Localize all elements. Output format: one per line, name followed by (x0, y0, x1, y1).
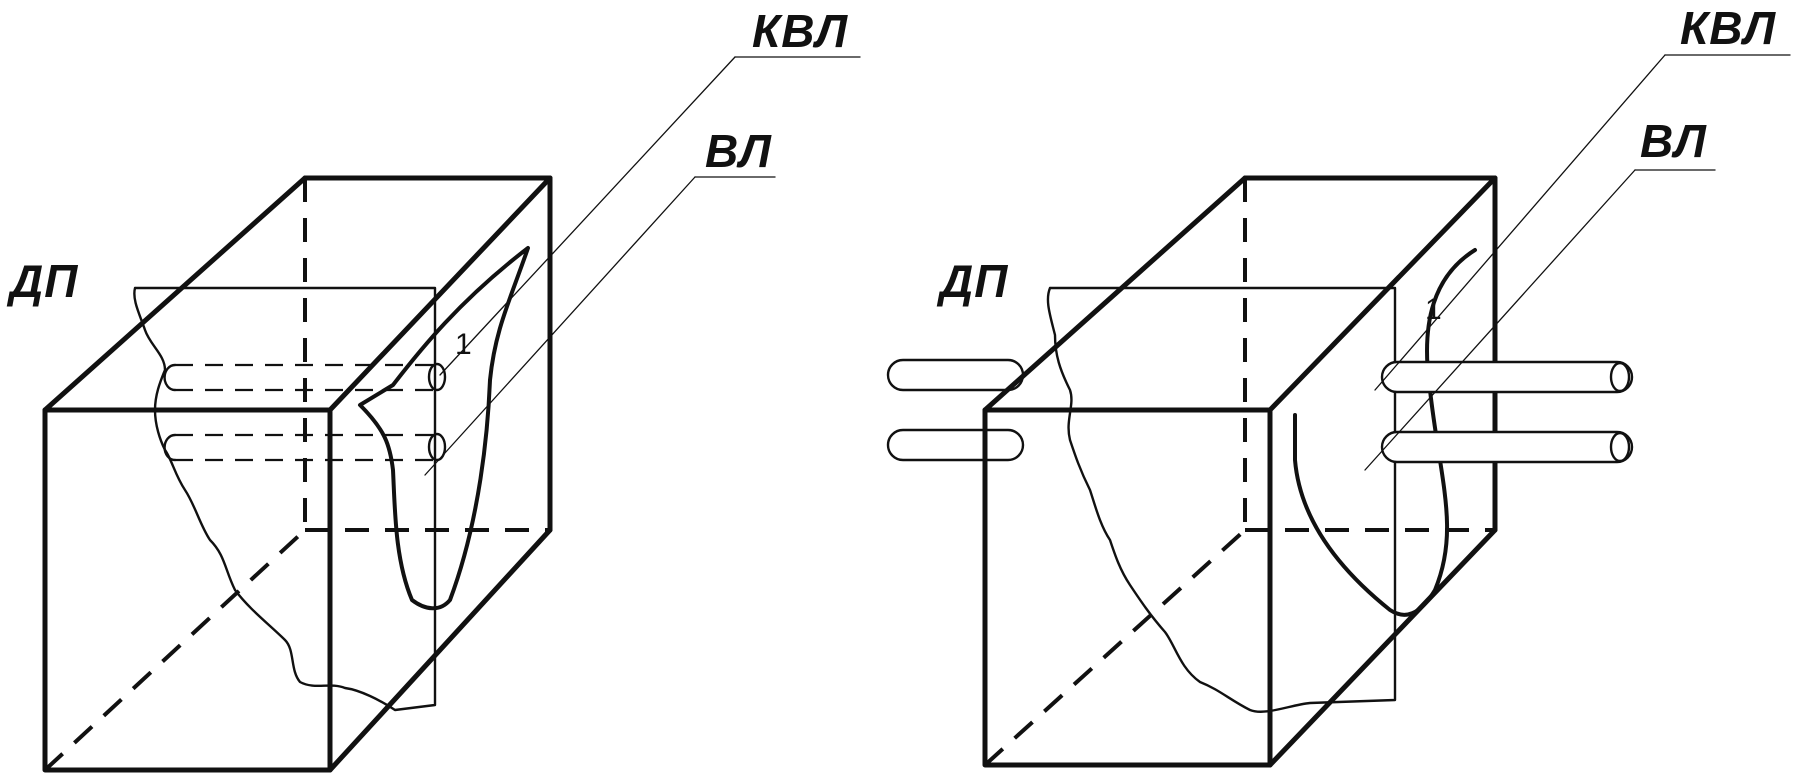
left-rear-sheet (133, 286, 437, 712)
left-box-edge-bottom-right (327, 527, 553, 773)
right-contact-plate (1293, 248, 1477, 617)
left-box-back-edges (302, 175, 553, 533)
left-vl-hole (427, 432, 447, 462)
right-kvl-rod-end (1609, 361, 1631, 393)
right-box-front-face (982, 407, 1273, 768)
right-box-hidden-diagonal (983, 528, 1247, 767)
right-kvl-rod-right (1380, 360, 1634, 394)
right-figure (886, 54, 1791, 768)
right-box-edge-top-left (982, 175, 1248, 413)
right-rear-sheet (1046, 286, 1397, 713)
left-figure (42, 56, 861, 773)
right-label-kvl: КВЛ (1680, 2, 1777, 54)
left-kvl-hole (427, 362, 447, 392)
left-plate-number: 1 (455, 328, 472, 361)
right-kvl-rod-left (886, 358, 1025, 392)
right-box-edge-bottom-right (1267, 527, 1498, 768)
right-label-vl: ВЛ (1640, 115, 1707, 167)
left-vl-leader-diagonal (424, 176, 696, 476)
right-box-edge-top-right (1267, 175, 1498, 413)
right-kvl-leader-diagonal (1374, 54, 1666, 391)
left-label-dp: ДП (10, 255, 79, 307)
left-wire-end-bottom (163, 433, 177, 462)
left-box-front-face (42, 407, 333, 773)
right-plate-number: 1 (1425, 293, 1442, 326)
left-box-hidden-diagonal (43, 528, 307, 772)
right-box-back-edges (1242, 175, 1498, 533)
left-box-edge-top-right (327, 175, 553, 413)
right-label-dp: ДП (940, 255, 1009, 307)
left-kvl-leader-diagonal (439, 56, 736, 376)
right-vl-rod-left (886, 428, 1025, 462)
left-label-vl: ВЛ (705, 125, 772, 177)
right-vl-leader-diagonal (1364, 169, 1636, 471)
right-vl-rod-right (1380, 430, 1634, 464)
left-wire-end-top (163, 363, 177, 392)
right-vl-rod-end (1609, 431, 1631, 463)
left-label-kvl: КВЛ (752, 5, 849, 57)
left-box-edge-top-left (42, 175, 308, 413)
left-contact-plate (358, 246, 530, 611)
